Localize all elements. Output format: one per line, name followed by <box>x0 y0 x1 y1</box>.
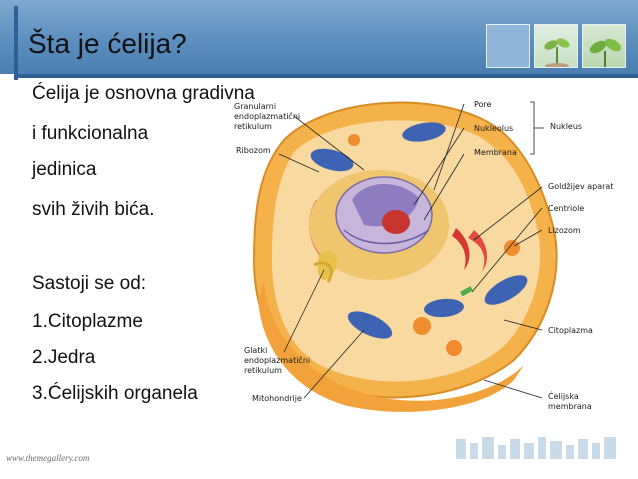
body-line: 3.Ćelijskih organela <box>32 383 198 404</box>
label-granular-er: Granularni endoplazmatični retikulum <box>234 102 301 131</box>
label-nukleus: Nukleus <box>550 122 583 131</box>
thumbnail-blue <box>486 24 530 68</box>
label-goldzi: Goldžijev aparat <box>548 182 614 191</box>
body-line: 2.Jedra <box>32 347 96 368</box>
label-lizozom: Lizozom <box>548 226 581 235</box>
cell-illustration <box>252 101 558 412</box>
footer-decoration <box>456 437 616 459</box>
leaves-icon <box>589 38 622 67</box>
label-ribozom: Ribozom <box>236 146 271 155</box>
header-thumbnails <box>486 24 626 68</box>
label-celijska-membrana: Ćelijska membrana <box>548 392 592 411</box>
sprout-icon <box>544 38 570 67</box>
label-glatki-er: Glatki endoplazmatični retikulum <box>244 346 311 375</box>
header-band <box>0 0 638 74</box>
thumbnail-sprout <box>534 24 578 68</box>
body-line: 1.Citoplazme <box>32 311 143 332</box>
label-pore: Pore <box>474 100 492 109</box>
body-line: Sastoji se od: <box>32 273 147 294</box>
label-nukleolus: Nukleolus <box>474 124 514 133</box>
body-line: svih živih bića. <box>32 199 155 220</box>
slide-title: Šta je ćelija? <box>28 28 187 59</box>
footer-url: www.themegallery.com <box>6 453 90 463</box>
label-mitohondrije: Mitohondrije <box>252 394 302 403</box>
label-centriole: Centriole <box>548 204 585 213</box>
header-divider <box>14 74 638 78</box>
thumbnail-leaves <box>582 24 626 68</box>
label-membrana: Membrana <box>474 148 517 157</box>
header-accent-bar <box>14 6 18 80</box>
body-line: i funkcionalna <box>32 123 149 144</box>
body-line: Ćelija je osnovna gradivna <box>32 83 255 104</box>
label-citoplazma: Citoplazma <box>548 326 593 335</box>
cell-diagram: Granularni endoplazmatični retikulum Rib… <box>224 80 638 425</box>
body-line: jedinica <box>32 159 97 180</box>
